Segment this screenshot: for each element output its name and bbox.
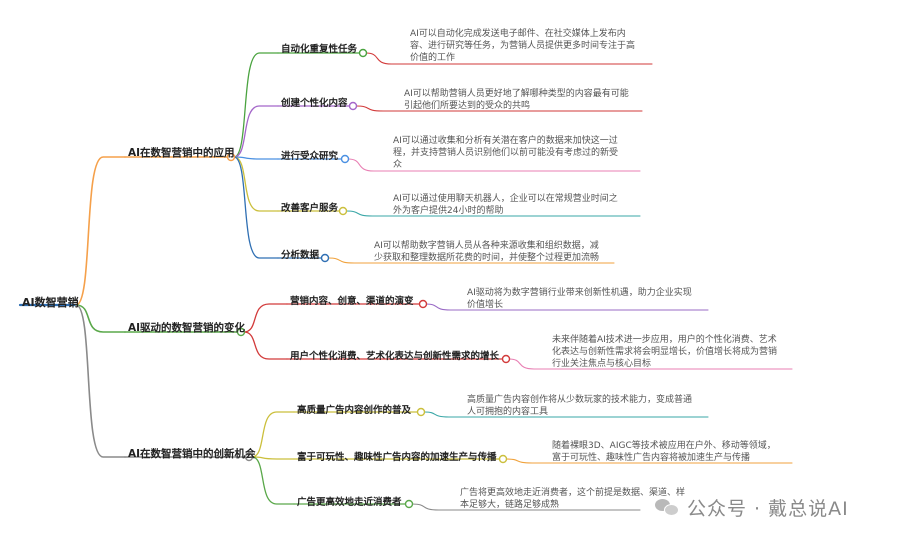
desc-line: 程，并支持营销人员识别他们以前可能没有考虑过的新受: [393, 148, 619, 158]
watermark: 公众号 · 戴总说AI: [655, 494, 849, 520]
desc-line: 本足够大，链路足够成熟: [460, 500, 560, 510]
desc-line: 价值的工作: [410, 53, 456, 63]
node-dot: [498, 454, 508, 464]
desc-line: 广告将更高效地走近消费者，这个前提是数据、渠道、样: [460, 488, 686, 498]
desc-line: 人可拥抱的内容工具: [467, 407, 549, 417]
branch-to-node-connector: [233, 156, 279, 160]
branch-to-node-connector: [233, 156, 279, 259]
desc-line: 外为客户提供24小时的帮助: [393, 206, 504, 216]
node-to-desc-connector: [355, 105, 643, 112]
branch-to-node-connector: [243, 331, 288, 360]
node-to-desc-connector: [508, 358, 793, 370]
node-dot: [418, 299, 428, 309]
node-dot: [338, 206, 348, 216]
node-dot: [358, 48, 368, 58]
desc-line: 未来伴随着AI技术进一步应用，用户的个性化消费、艺术: [552, 335, 777, 345]
branch-to-node-connector: [251, 411, 295, 458]
desc-automation: AI可以自动化完成发送电子邮件、在社交媒体上发布内 容、进行研究等任务，为营销人…: [410, 28, 635, 64]
root-node-label: AI数智营销: [22, 296, 79, 309]
root-to-branch-connector: [75, 304, 126, 458]
desc-playable-ad: 随着裸眼3D、AIGC等技术被应用在户外、移动等领域， 富于可玩性、趣味性广告内…: [552, 440, 776, 464]
node-automation-label: 自动化重复性任务: [281, 44, 358, 55]
branch-dot: [226, 152, 236, 162]
node-to-desc-connector: [347, 158, 641, 172]
desc-audience-research: AI可以通过收集和分析有关潜在客户的数据来加快这一过 程，并支持营销人员识别他们…: [393, 135, 618, 171]
desc-line: AI驱动将为数字营销行业带来创新性机遇，助力企业实现: [467, 288, 692, 298]
node-user-demand-growth-label: 用户个性化消费、艺术化表达与创新性需求的增长: [290, 351, 500, 362]
watermark-text: 公众号 · 戴总说AI: [687, 497, 849, 520]
desc-line: AI可以帮助营销人员更好地了解哪种类型的内容最有可能: [404, 89, 629, 99]
node-to-desc-connector: [345, 210, 641, 217]
node-to-desc-connector: [327, 257, 615, 264]
node-personalized-content-label: 创建个性化内容: [281, 98, 348, 109]
branch-application-label: AI在数智营销中的应用: [128, 147, 235, 159]
desc-line: 众: [393, 160, 403, 170]
desc-line: 富于可玩性、趣味性广告内容将被加速生产与传播: [552, 453, 751, 463]
desc-line: 价值增长: [467, 300, 504, 310]
desc-line: 少获取和整理数据所花费的时间，并使整个过程更加流畅: [374, 253, 600, 263]
node-playable-ad-label: 富于可玩性、趣味性广告内容的加速生产与传播: [297, 452, 497, 463]
branch-dot: [244, 452, 254, 462]
node-dot: [320, 253, 330, 263]
desc-data-analysis: AI可以帮助数字营销人员从各种来源收集和组织数据，减 少获取和整理数据所花费的时…: [374, 240, 599, 264]
desc-efficient-ad: 广告将更高效地走近消费者，这个前提是数据、渠道、样 本足够大，链路足够成熟: [460, 487, 685, 511]
node-dot-layer: [226, 48, 511, 509]
desc-customer-service: AI可以通过使用聊天机器人，企业可以在常规营业时间之 外为客户提供24小时的帮助: [393, 193, 618, 217]
desc-personalized-content: AI可以帮助营销人员更好地了解哪种类型的内容最有可能 引起他们所要达到的受众的共…: [404, 88, 629, 112]
desc-line: AI可以自动化完成发送电子邮件、在社交媒体上发布内: [410, 29, 626, 39]
desc-line: 行业关注焦点与核心目标: [552, 359, 652, 369]
node-to-desc-connector: [425, 303, 709, 311]
root-to-branch-connector: [75, 304, 126, 333]
node-to-desc-connector: [423, 411, 709, 418]
desc-content-evolution: AI驱动将为数字营销行业带来创新性机遇，助力企业实现 价值增长: [467, 287, 692, 311]
branch-to-node-connector: [233, 105, 279, 158]
desc-quality-ad: 高质量广告内容创作将从少数玩家的技术能力，变成普通 人可拥抱的内容工具: [467, 394, 692, 418]
desc-line: AI可以通过收集和分析有关潜在客户的数据来加快这一过: [393, 136, 618, 146]
node-dot: [501, 354, 511, 364]
node-to-desc-connector: [505, 458, 793, 464]
node-content-evolution-label: 营销内容、创意、渠道的演变: [290, 296, 414, 307]
node-dot: [340, 154, 350, 164]
connector-layer: [18, 52, 793, 511]
desc-line: 高质量广告内容创作将从少数玩家的技术能力，变成普通: [467, 395, 693, 405]
branch-opportunity-label: AI在数智营销中的创新机会: [128, 448, 256, 460]
desc-line: 引起他们所要达到的受众的共鸣: [404, 101, 531, 111]
desc-line: 容、进行研究等任务，为营销人员提供更多时间专注于高: [410, 41, 636, 51]
desc-line: 化表达与创新性需求将会明显增长，价值增长将成为营销: [552, 347, 778, 357]
node-to-desc-connector: [411, 503, 641, 511]
node-dot: [348, 101, 358, 111]
branch-dot: [236, 327, 246, 337]
desc-line: 随着裸眼3D、AIGC等技术被应用在户外、移动等领域，: [552, 441, 776, 451]
branch-to-node-connector: [251, 456, 295, 460]
branch-change-label: AI驱动的数智营销的变化: [128, 322, 246, 334]
branch-to-node-connector: [233, 52, 279, 158]
desc-line: AI可以通过使用聊天机器人，企业可以在常规营业时间之: [393, 194, 618, 204]
node-data-analysis-label: 分析数据: [281, 250, 320, 261]
desc-line: AI可以帮助数字营销人员从各种来源收集和组织数据，减: [374, 241, 599, 251]
wechat-icon: [655, 498, 679, 516]
node-efficient-ad-label: 广告更高效地走近消费者: [297, 497, 402, 508]
branch-to-node-connector: [243, 303, 288, 333]
desc-user-demand-growth: 未来伴随着AI技术进一步应用，用户的个性化消费、艺术 化表达与创新性需求将会明显…: [552, 334, 777, 370]
node-audience-research-label: 进行受众研究: [281, 151, 339, 162]
root-to-branch-connector: [75, 156, 126, 306]
branch-to-node-connector: [251, 456, 295, 505]
node-to-desc-connector: [365, 52, 653, 65]
node-quality-ad-label: 高质量广告内容创作的普及: [297, 405, 412, 416]
node-customer-service-label: 改善客户服务: [281, 203, 339, 214]
node-dot: [416, 407, 426, 417]
node-dot: [404, 499, 414, 509]
branch-to-node-connector: [233, 156, 279, 212]
